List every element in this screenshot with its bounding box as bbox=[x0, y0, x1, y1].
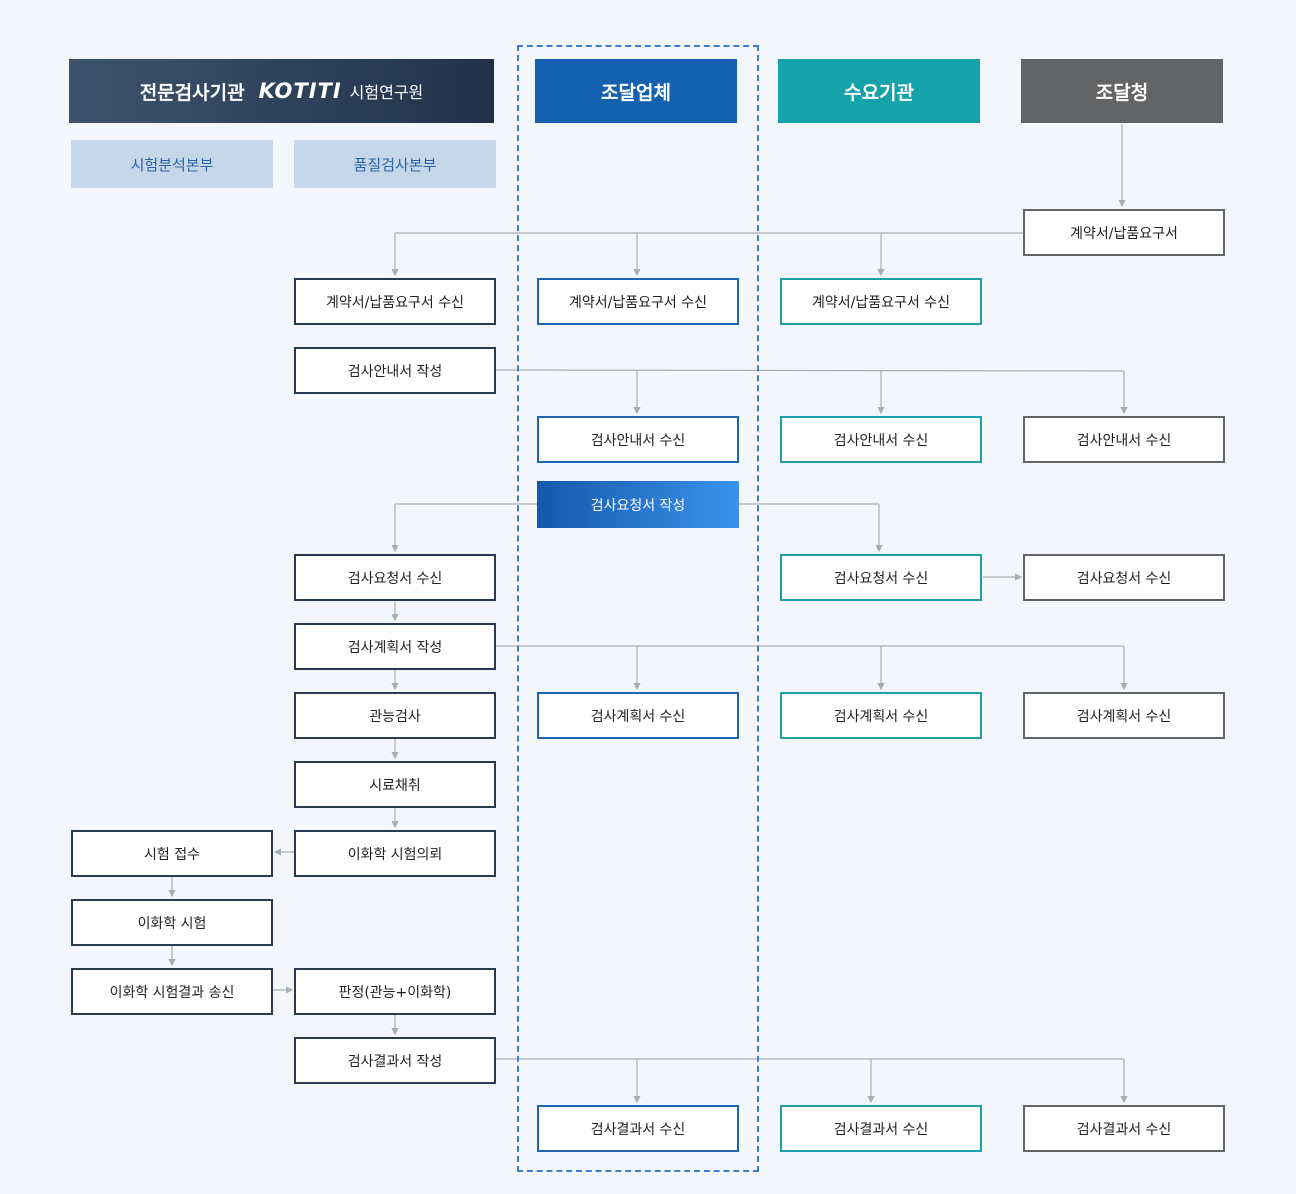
node-supplier-contract-recv: 계약서/납품요구서 수신 bbox=[537, 278, 739, 325]
header-kotiti: 전문검사기관 KOTITI 시험연구원 bbox=[69, 59, 494, 123]
node-pps-plan-recv: 검사계획서 수신 bbox=[1023, 692, 1225, 739]
node-judgement: 판정(관능+이화학) bbox=[294, 968, 496, 1015]
node-pps-request-recv: 검사요청서 수신 bbox=[1023, 554, 1225, 601]
node-sensory: 관능검사 bbox=[294, 692, 496, 739]
node-kotiti-request-recv: 검사요청서 수신 bbox=[294, 554, 496, 601]
node-result-write: 검사결과서 작성 bbox=[294, 1037, 496, 1084]
connector bbox=[495, 369, 1125, 372]
header-kotiti-sub: 시험연구원 bbox=[349, 83, 424, 102]
node-pps-result-recv: 검사결과서 수신 bbox=[1023, 1105, 1225, 1152]
node-pps-contract: 계약서/납품요구서 bbox=[1023, 209, 1225, 256]
dept-quality: 품질검사본부 bbox=[294, 140, 496, 188]
node-demand-guide-recv: 검사안내서 수신 bbox=[780, 416, 982, 463]
node-kotiti-contract-recv: 계약서/납품요구서 수신 bbox=[294, 278, 496, 325]
node-guide-write: 검사안내서 작성 bbox=[294, 347, 496, 394]
kotiti-logo: KOTITI bbox=[258, 79, 342, 103]
node-supplier-guide-recv: 검사안내서 수신 bbox=[537, 416, 739, 463]
dept-analysis: 시험분석본부 bbox=[71, 140, 273, 188]
node-supplier-result-recv: 검사결과서 수신 bbox=[537, 1105, 739, 1152]
node-chem-test: 이화학 시험 bbox=[71, 899, 273, 946]
header-kotiti-title: 전문검사기관 bbox=[139, 81, 245, 104]
node-chem-request: 이화학 시험의뢰 bbox=[294, 830, 496, 877]
node-demand-result-recv: 검사결과서 수신 bbox=[780, 1105, 982, 1152]
header-demand: 수요기관 bbox=[778, 59, 980, 123]
node-pps-guide-recv: 검사안내서 수신 bbox=[1023, 416, 1225, 463]
header-supplier: 조달업체 bbox=[535, 59, 737, 123]
node-request-write: 검사요청서 작성 bbox=[537, 481, 739, 528]
node-plan-write: 검사계획서 작성 bbox=[294, 623, 496, 670]
node-test-receipt: 시험 접수 bbox=[71, 830, 273, 877]
node-supplier-plan-recv: 검사계획서 수신 bbox=[537, 692, 739, 739]
node-demand-contract-recv: 계약서/납품요구서 수신 bbox=[780, 278, 982, 325]
header-pps: 조달청 bbox=[1021, 59, 1223, 123]
node-demand-plan-recv: 검사계획서 수신 bbox=[780, 692, 982, 739]
node-chem-result-send: 이화학 시험결과 송신 bbox=[71, 968, 273, 1015]
node-demand-request-recv: 검사요청서 수신 bbox=[780, 554, 982, 601]
node-sampling: 시료채취 bbox=[294, 761, 496, 808]
